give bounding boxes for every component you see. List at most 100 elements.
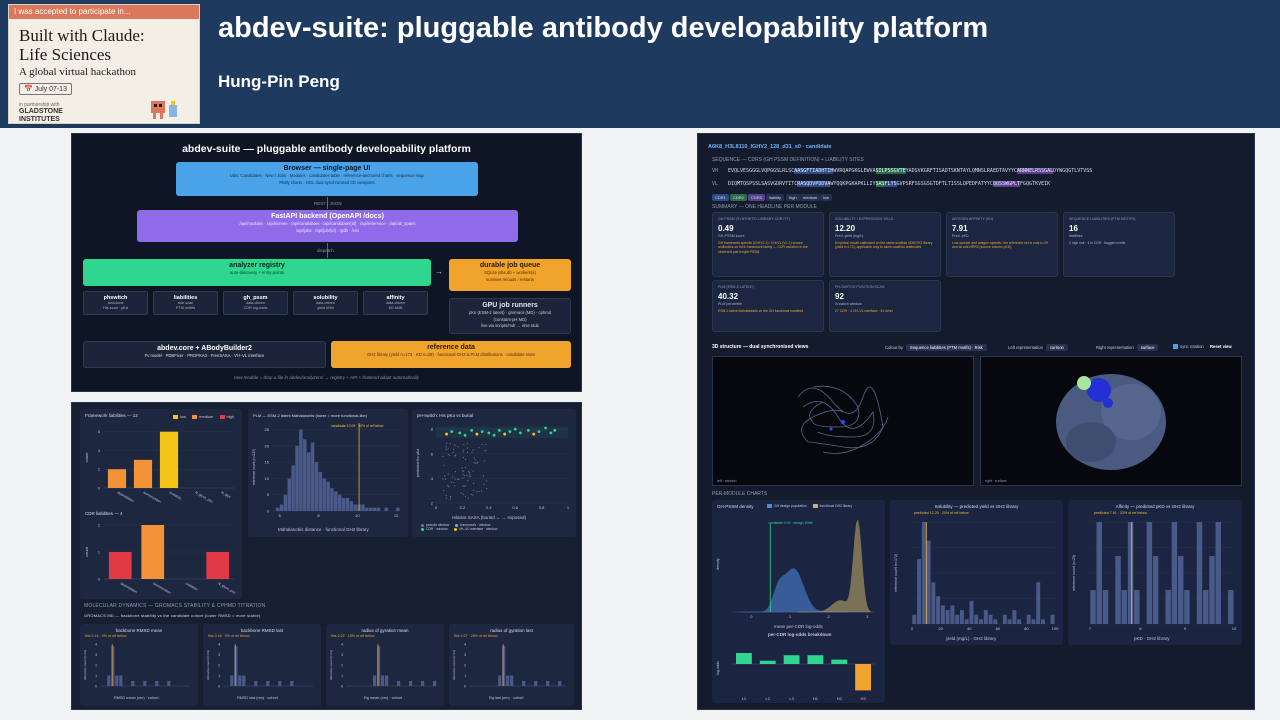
pseudo-point [449, 498, 451, 500]
badge-title: Built with Claude: Life Sciences [9, 19, 199, 64]
x-tick-label: 3 [866, 614, 869, 619]
card-plm[interactable]: PLM (ESM-2 LATENT) 40.32 PLM percentile … [712, 280, 824, 332]
pseudo-point [454, 471, 457, 473]
core-title: abdev.core + ABodyBuilder2 [157, 345, 252, 352]
architecture-footnote: new module = drop a file in abdev/analyz… [234, 375, 419, 380]
y-tick-label: 2 [341, 664, 343, 668]
cdr-point [497, 428, 501, 432]
pseudo-point [478, 490, 480, 493]
md-tile-rmsd-last: backbone RMSD last this 0.16 · 0% of ref… [203, 624, 321, 706]
x-tick-label: 9 [1184, 626, 1187, 631]
histogram-bar [506, 675, 510, 686]
y-axis-label: log-odds [716, 661, 720, 675]
pseudo-point [462, 456, 465, 459]
cdr-bar [831, 659, 848, 664]
candidate-id[interactable]: A6K8_H3L8110_IGHV2_128_d31_s0 · candidat… [708, 144, 832, 150]
browser-line2: Plotly charts · NGL dual synchronised 3D… [279, 179, 375, 185]
reference-title: reference data [427, 344, 475, 351]
arrow-right-icon: → [435, 267, 443, 276]
y-tick-label: 4 [218, 643, 220, 647]
y-tick-label: 2 [98, 467, 101, 472]
left-rep-select[interactable]: cartoon [1045, 344, 1068, 351]
card-solubility[interactable]: SOLUBILITY / EXPRESSION YIELD 12.20 Pred… [829, 212, 941, 277]
histogram-bar [1090, 590, 1096, 624]
cdr-point [532, 432, 536, 436]
md-tile-xlabel: Rg last (nm) · cohort [489, 696, 524, 700]
pseudo-point [481, 443, 483, 446]
histogram-bar [290, 680, 294, 686]
histogram-bar [143, 680, 147, 686]
cdr-point [544, 426, 547, 430]
histogram-bar [373, 675, 377, 686]
pseudo-point [454, 444, 456, 446]
histogram-bar [396, 507, 400, 511]
md-tile-xlabel: Rg mean (nm) · cohort [364, 696, 403, 700]
arrow-label-dispatch: dispatch [317, 248, 334, 253]
x-tick-label: L3 [789, 696, 794, 701]
histogram-bar [534, 680, 538, 686]
histogram-bar [314, 462, 319, 511]
md-tile-annot: this 0.16 · 0% of ref below [85, 634, 127, 638]
cdr-bar [783, 655, 800, 664]
histogram-bar [322, 478, 326, 511]
hackathon-badge: I was accepted to participate in... Buil… [8, 4, 200, 124]
reset-view-button[interactable]: Reset view [1210, 344, 1232, 349]
pseudo-point [478, 446, 480, 449]
gh-pssm-tile: GH-PSSM density GH design population fun… [712, 500, 885, 703]
histogram-bar [1026, 614, 1031, 624]
pseudo-point [449, 496, 451, 498]
y-tick-label: 0 [464, 685, 466, 689]
gladstone-logo: GLADSTONE INSTITUTES [19, 108, 63, 123]
checkbox-icon[interactable] [1173, 344, 1178, 350]
pseudo-point [449, 454, 451, 457]
cdr-point [475, 432, 479, 436]
colour-by-select[interactable]: Sequence liabilities (PTM motifs) · Risk [905, 344, 987, 351]
sync-rotation-toggle[interactable]: sync rotation [1173, 344, 1204, 350]
card-phswitch[interactable]: PH-SWITCH POSITION SCAN 92 in switch win… [829, 280, 941, 332]
x-tick-label: N_glyc [221, 490, 232, 499]
y-tick-label: 2 [98, 523, 101, 528]
badge-top-text: I was accepted to participate in... [9, 5, 199, 19]
reference-line1: GH2 library (yield n=173 · KD n=29) · fu… [366, 352, 536, 357]
histogram-bar [318, 471, 323, 511]
pseudo-point [443, 464, 445, 466]
pseudo-point [445, 494, 448, 497]
gpu-line2: (constant-pH MD) [493, 316, 527, 322]
right-rep-select[interactable]: surface [1136, 344, 1159, 351]
histogram-bar [1171, 522, 1178, 624]
pseudo-point [476, 462, 478, 464]
left-3d-viewport[interactable]: left · cartoon [712, 356, 974, 486]
histogram-bar [111, 646, 115, 686]
histogram-bar [299, 429, 303, 511]
histogram-bar [979, 619, 983, 624]
md-tile-title: radius of gyration mean [361, 628, 409, 633]
histogram-bar [1017, 619, 1022, 624]
y-axis-label: density [716, 558, 720, 570]
histogram-bar [278, 680, 282, 686]
y-axis-label: reference count (n=13) [206, 650, 210, 680]
histogram-bar [361, 504, 365, 511]
pseudo-point [447, 473, 449, 475]
pseudo-point [462, 470, 464, 472]
y-tick-label: 1 [218, 674, 220, 678]
md-tile-annot: this 0.16 · 0% of ref below [208, 634, 250, 638]
cdr-point [487, 431, 491, 435]
pseudo-point [462, 451, 464, 453]
histogram-bar [381, 675, 385, 686]
pseudo-point [461, 467, 463, 469]
plm-xlabel: Mahalanobis distance · functional GH2 li… [278, 527, 369, 532]
y-tick-label: 0 [341, 685, 343, 689]
slide-title: abdev-suite: pluggable antibody developa… [218, 12, 989, 44]
y-tick-label: 8 [431, 427, 434, 432]
x-tick-label: isomerization [152, 581, 171, 595]
right-3d-viewport[interactable]: right · surface [980, 356, 1242, 486]
card-gh-pssm[interactable]: GH PSSM (SYNTHETIC-LIBRARY CDR FIT) 0.49… [712, 212, 824, 277]
histogram-bar [969, 600, 974, 624]
card-affinity[interactable]: ANTIGEN AFFINITY (KD) 7.91 Pred. pKD Low… [946, 212, 1058, 277]
candidate-ui-panel: A6K8_H3L8110_IGHV2_128_d31_s0 · candidat… [697, 133, 1255, 710]
card-liabilities[interactable]: SEQUENCE LIABILITIES (PTM MOTIFS) 16 lia… [1063, 212, 1175, 277]
